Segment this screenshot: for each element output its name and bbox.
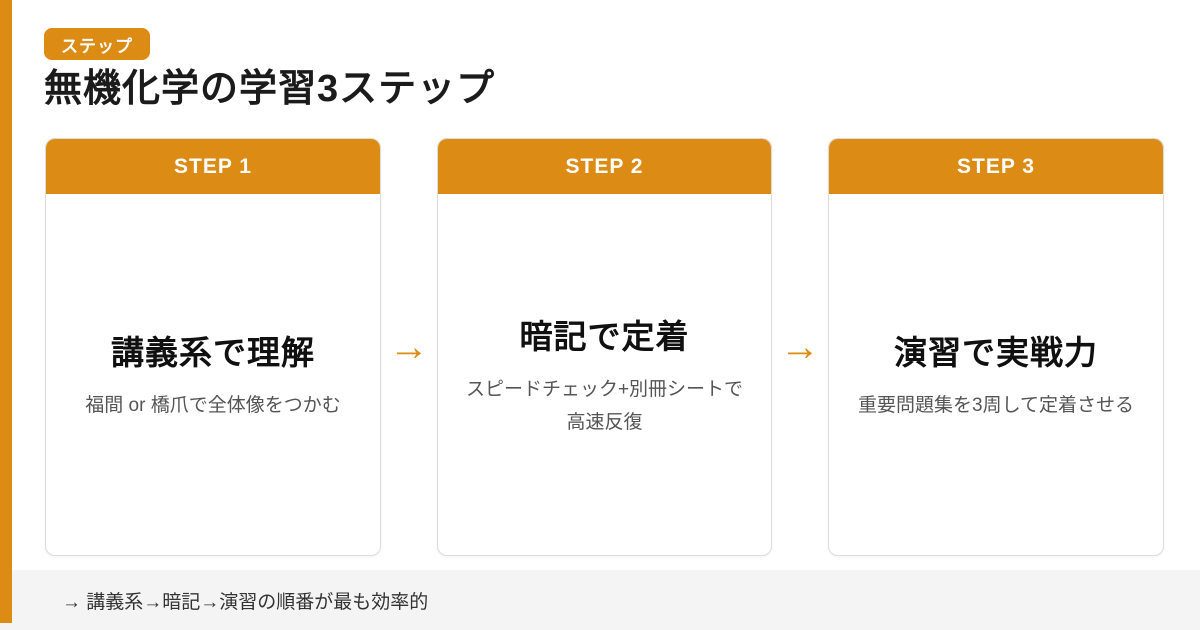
step-card-1-body: 講義系で理解 福間 or 橋爪で全体像をつかむ [46,194,380,555]
step-card-1: STEP 1 講義系で理解 福間 or 橋爪で全体像をつかむ [45,138,381,556]
step-card-3-body: 演習で実戦力 重要問題集を3周して定着させる [829,194,1163,555]
step-card-2-body: 暗記で定着 スピードチェック+別冊シートで高速反復 [438,194,771,555]
page-title: 無機化学の学習3ステップ [44,68,496,110]
category-badge-label: ステップ [61,36,133,56]
flow-arrow-icon: → [389,324,429,369]
step-card-3-subtitle: 重要問題集を3周して定着させる [858,395,1134,417]
step-card-1-header: STEP 1 [46,139,380,194]
step-card-2: STEP 2 暗記で定着 スピードチェック+別冊シートで高速反復 [437,138,772,556]
footer-note-bar: → 講義系→暗記→演習の順番が最も効率的 [0,570,1200,630]
left-accent-bar [0,0,12,623]
step-card-3-header: STEP 3 [829,139,1163,194]
step-card-1-subtitle: 福間 or 橋爪で全体像をつかむ [85,395,341,417]
category-badge: ステップ [44,28,150,60]
step-card-3-title: 演習で実戦力 [894,334,1098,372]
footer-note: → 講義系→暗記→演習の順番が最も効率的 [62,591,429,613]
step-card-3: STEP 3 演習で実戦力 重要問題集を3周して定着させる [828,138,1164,556]
step-card-1-title: 講義系で理解 [111,334,315,372]
steps-row: STEP 1 講義系で理解 福間 or 橋爪で全体像をつかむ → STEP 2 … [45,138,1164,556]
step-card-2-subtitle: スピードチェック+別冊シートで高速反復 [465,379,744,433]
flow-arrow-icon: → [780,324,820,369]
step-card-2-title: 暗記で定着 [519,318,690,356]
step-card-2-header: STEP 2 [438,139,771,194]
